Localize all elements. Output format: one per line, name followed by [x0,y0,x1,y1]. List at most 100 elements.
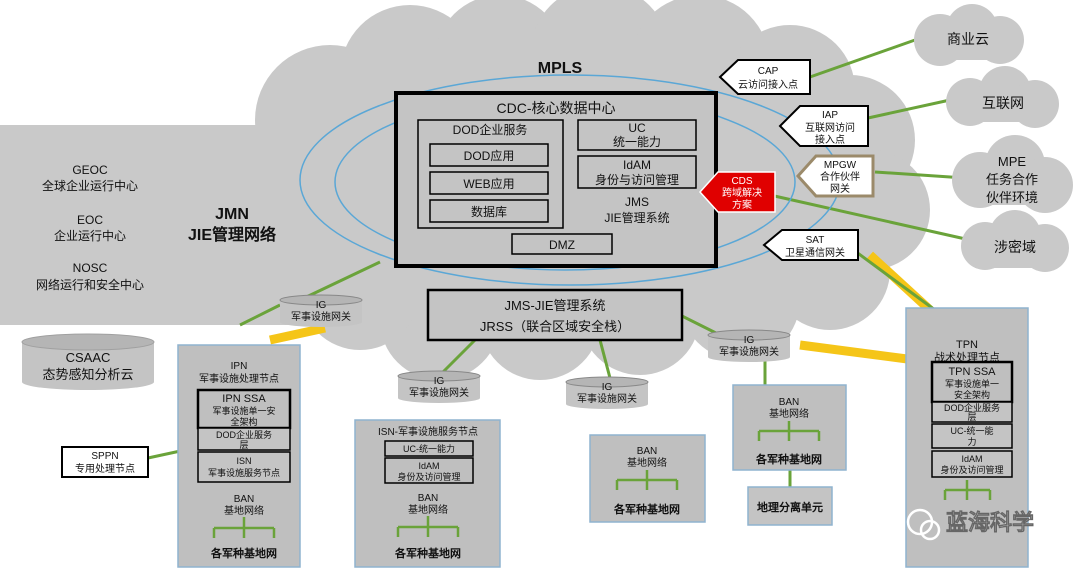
sppn-desc: 专用处理节点 [75,462,135,475]
tpn-uc-label: UC-统一能 [951,425,994,436]
isn-ban-label: BAN [418,493,439,504]
tpn-dod-desc: 层 [967,412,976,422]
jms-label: JMS [625,195,649,209]
ig-gateway-3: IG 军事设施网关 [565,376,649,409]
iap-desc-2: 接入点 [815,133,845,146]
mpe-cloud: MPE 任务合作 伙伴环境 [952,135,1073,213]
csaac-label: CSAAC [66,350,111,365]
isn-base-label: 各军种基地网 [394,546,461,560]
idam-box [577,155,697,189]
ipn-dod-desc: 层 [239,440,248,450]
ig-label: IG [744,335,755,346]
ipn-ban-tree [212,517,276,538]
mpe-desc-1: 任务合作 [986,172,1038,187]
idam-desc: 身份与访问管理 [595,172,679,187]
tpn-ssa-desc-2: 安全架构 [954,389,990,400]
right-ban-tree [757,421,821,441]
web-app-box [429,171,549,195]
ig-desc: 军事设施网关 [577,392,637,405]
mid-base-label: 各军种基地网 [613,502,680,516]
isn-ban-tree [396,516,460,537]
cdc-title: CDC-核心数据中心 [497,100,616,116]
ig-gateway-1: IG 军事设施网关 [279,294,363,327]
ipn-isn-label: ISN [236,456,251,466]
isn-idam-label: IdAM [418,461,439,471]
ig-desc: 军事设施网关 [291,310,351,323]
geoc-desc: 全球企业运行中心 [42,178,138,193]
cds-desc-2: 方案 [732,198,752,211]
uc-desc: 统一能力 [613,135,661,149]
tpn-ssa-label: TPN SSA [948,366,996,378]
sat-gateway: SAT 卫星通信网关 [762,229,859,261]
jrss-label: JRSS（联合区域安全栈） [480,319,630,334]
classified-label: 涉密域 [994,239,1036,255]
nosc-desc: 网络运行和安全中心 [36,277,144,292]
tpn-dod-label: DOD企业服务 [944,402,1000,413]
ipn-isn-desc: 军事设施服务节点 [208,467,280,478]
sat-desc: 卫星通信网关 [785,246,845,259]
sppn-label: SPPN [91,451,118,462]
ipn-dod-label: DOD企业服务 [216,429,272,440]
ipn-isn-box [197,451,291,483]
tpn-ssa-desc-1: 军事设施单一 [945,378,999,389]
isn-idam-desc: 身份及访问管理 [397,471,460,482]
jms-jie-box [426,288,684,342]
mpgw-gateway: MPGW 合作伙伴 网关 [795,154,875,198]
dod-app-label: DOD应用 [464,148,515,163]
iap-gateway: IAP 互联网访问 接入点 [778,105,869,147]
database-box [429,199,549,223]
isn-site-title: ISN-军事设施服务节点 [378,425,478,438]
dod-services-label: DOD企业服务 [453,122,528,137]
commercial-cloud-label: 商业云 [947,31,989,47]
mid-ban-tree [615,470,679,490]
ig-desc: 军事设施网关 [719,345,779,358]
cap-gateway: CAP 云访问接入点 [718,59,811,95]
mpgw-label: MPGW [824,160,857,171]
dod-services-box [417,119,564,229]
nosc-label: NOSC [73,261,108,275]
mpe-label: MPE [998,154,1027,169]
csaac-desc: 态势感知分析云 [42,367,133,382]
tpn-uc-desc: 力 [967,436,976,447]
ipn-base-label: 各军种基地网 [210,546,277,560]
sat-label: SAT [806,235,825,246]
ipn-ssa-desc-2: 全架构 [230,416,257,427]
ig-desc: 军事设施网关 [409,386,469,399]
geoc-label: GEOC [72,163,108,177]
internet-label: 互联网 [982,95,1024,111]
jmn-label: JMN [215,206,249,223]
tpn-dod-box [931,401,1013,423]
mpls-label: MPLS [538,60,583,77]
database-label: 数据库 [471,204,507,219]
geo-unit-label: 地理分离单元 [757,500,823,514]
mid-ban-label: BAN [637,446,658,457]
uc-label: UC [628,121,646,135]
ipn-ban-desc: 基地网络 [224,504,264,517]
ipn-desc: 军事设施处理节点 [199,372,279,385]
dmz-box [511,233,613,255]
tpn-ban-tree [943,480,992,500]
uc-box [577,119,697,151]
tpn-label: TPN [956,339,978,351]
ig-label: IG [602,382,613,393]
iap-label: IAP [822,110,838,121]
ig-label: IG [434,376,445,387]
isn-idam-box [384,457,474,484]
ig-gateway-2: IG 军事设施网关 [397,370,481,403]
isn-ban-desc: 基地网络 [408,503,448,516]
tpn-idam-label: IdAM [961,454,982,464]
jmn-desc: JIE管理网络 [188,225,276,244]
mpe-desc-2: 伙伴环境 [986,190,1038,205]
ig-gateway-4: IG 军事设施网关 [707,329,791,362]
isn-uc-label: UC-统一能力 [403,443,455,454]
csaac-cylinder [21,333,155,390]
classified-cloud: 涉密域 [961,210,1069,272]
web-app-label: WEB应用 [463,176,514,191]
tpn-uc-box [931,423,1013,449]
dod-app-box [429,143,549,167]
right-ban-desc: 基地网络 [769,407,809,420]
watermark-label: 蓝海科学 [946,510,1034,535]
mpgw-desc-1: 合作伙伴 [820,170,860,183]
iap-desc-1: 互联网访问 [805,121,855,134]
